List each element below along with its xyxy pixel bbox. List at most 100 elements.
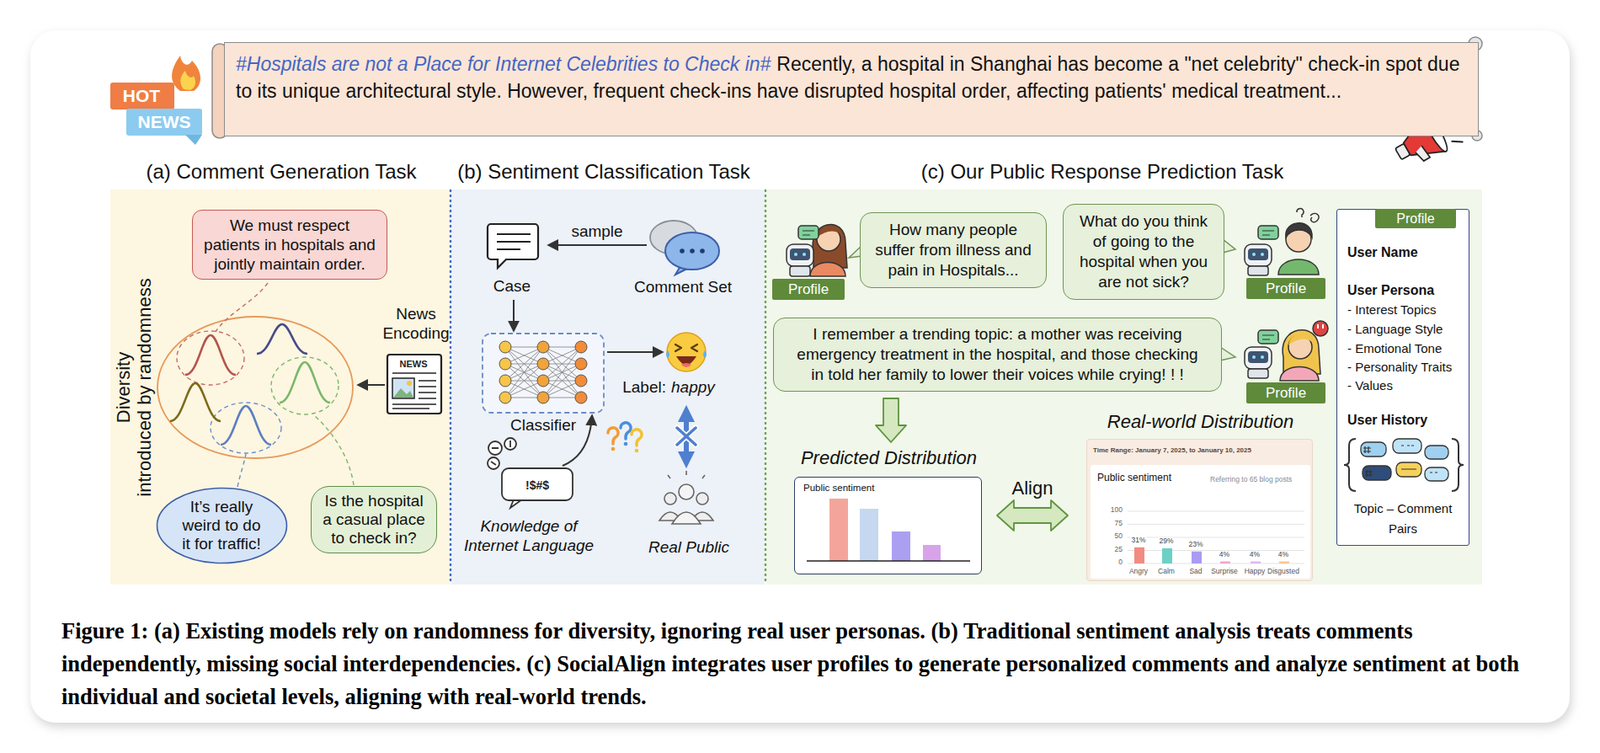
classifier-net-part-part	[499, 357, 512, 370]
speech-bubble: How many people suffer from illness and …	[859, 212, 1047, 288]
distribution-ellipse-part	[176, 330, 245, 385]
crowd-icon-part	[696, 492, 709, 505]
label-text: (b) Sentiment Classification Task	[457, 160, 751, 184]
blonde-avatar-part	[1258, 330, 1279, 344]
profile-tag: Profile	[1246, 277, 1326, 299]
label-text: Case	[493, 277, 531, 296]
grid-line	[1127, 563, 1305, 565]
chat-bubble	[1424, 467, 1449, 481]
classifier-net-part	[505, 346, 582, 398]
node-text: Public sentiment	[803, 482, 875, 493]
internet-language-icon-part	[490, 440, 511, 465]
panel-grounds-part	[451, 189, 765, 585]
node-text: How many people suffer from illness and …	[870, 219, 1036, 281]
block-arrow	[875, 398, 907, 443]
dashed-leader-part	[313, 414, 354, 486]
question-marks	[608, 422, 642, 453]
panel-grounds-part	[449, 190, 453, 584]
woman-avatar-part	[794, 252, 798, 256]
question-marks-part	[631, 429, 642, 446]
panel-grounds-part	[764, 190, 768, 584]
panel-grounds-part	[110, 189, 450, 585]
encoding-arrow	[358, 384, 385, 386]
node-text: - Personality Traits	[1347, 359, 1452, 374]
classifier-net-part-part	[537, 341, 550, 353]
case-arrow	[512, 299, 515, 331]
case-icon	[487, 224, 539, 268]
crowd-icon	[659, 470, 714, 524]
question-marks-part	[611, 447, 616, 452]
bar	[1250, 561, 1261, 565]
profile-tag: Profile	[1246, 382, 1326, 404]
node-text: #Hospitals are not a Place for Internet …	[235, 53, 771, 75]
edge-label: Align	[1009, 477, 1056, 499]
grid-line	[1127, 511, 1305, 512]
node-text: Predicted Distribution	[769, 447, 1008, 470]
woman-avatar-part	[789, 266, 811, 277]
blonde-avatar	[1244, 320, 1328, 381]
man-avatar-part	[1258, 225, 1279, 240]
label-text: Sad	[1188, 567, 1203, 576]
history-icon-part	[1344, 438, 1464, 491]
label-text: 23%	[1187, 540, 1204, 550]
label-text: Label:	[622, 378, 667, 397]
bar	[922, 544, 941, 561]
man-avatar-part	[1248, 248, 1269, 261]
classifier-net-part-part	[537, 374, 550, 387]
label-text: (c) Our Public Response Prediction Task	[921, 160, 1284, 184]
man-avatar-part	[1278, 259, 1319, 275]
case-icon-part	[496, 234, 531, 250]
figure-caption: Figure 1: (a) Existing models rely on ra…	[61, 614, 1548, 714]
bar	[891, 531, 911, 561]
bar	[859, 508, 879, 561]
classifier-net-part-part	[575, 357, 587, 370]
comment-set-icon	[650, 220, 720, 275]
comment-set-icon-part	[699, 248, 705, 254]
man-avatar-part	[1285, 223, 1312, 238]
node-text: Real-world Distribution	[1070, 410, 1331, 433]
classifier-net	[482, 333, 604, 413]
label-text: 100	[1109, 506, 1124, 515]
laughing-emoji-part	[666, 350, 707, 358]
mismatch-arrow-part	[677, 427, 696, 445]
profile-tab: Profile	[1375, 208, 1456, 229]
dashed-leader-part	[215, 282, 268, 332]
news-banner: #Hospitals are not a Place for Internet …	[224, 42, 1479, 137]
label-text: Knowledge of Internet Language	[459, 516, 599, 555]
blonde-avatar-part	[1262, 335, 1275, 340]
axis-line	[806, 560, 971, 562]
label-text: Diversity	[112, 352, 134, 423]
label-text: 4%	[1218, 550, 1231, 560]
scroll-ends	[212, 37, 1483, 141]
news-icon-part	[393, 388, 414, 398]
label-text: 31%	[1130, 536, 1147, 545]
node-text: User Name	[1347, 245, 1419, 261]
node-text: We must respect patients in hospitals an…	[201, 215, 379, 274]
speech-bubble: I remember a trending topic: a mother wa…	[773, 317, 1222, 392]
distribution-ellipse-part	[220, 405, 272, 445]
man-avatar	[1244, 208, 1319, 276]
blonde-avatar-part	[1252, 355, 1256, 359]
distribution-ellipse-part	[170, 383, 221, 422]
classifier-net-part	[499, 341, 587, 404]
profile-tag: Profile	[772, 278, 845, 300]
distribution-ellipse-part	[157, 316, 353, 459]
mismatch-arrow-part	[677, 427, 696, 445]
classifier-net-part-part	[537, 357, 550, 370]
woman-avatar-part	[810, 262, 846, 278]
crowd-icon-part	[678, 484, 694, 500]
label-text: NEWS	[138, 112, 192, 133]
megaphone-icon-part	[1413, 144, 1430, 163]
distribution-ellipse-part	[256, 324, 308, 354]
label-text: Disgusted	[1266, 567, 1301, 576]
node-text: - Interest Topics	[1347, 302, 1437, 317]
bubble-tails-part	[1222, 239, 1236, 253]
history-icon-part	[1363, 445, 1438, 477]
classifier-net-part-part	[575, 374, 587, 387]
man-avatar-part	[1244, 244, 1272, 267]
woman-avatar-part	[802, 230, 815, 235]
bar	[1279, 561, 1290, 565]
man-avatar-part	[1260, 252, 1264, 256]
hot-news-icon-part	[185, 134, 203, 145]
classifier-net-part-part	[499, 391, 512, 404]
